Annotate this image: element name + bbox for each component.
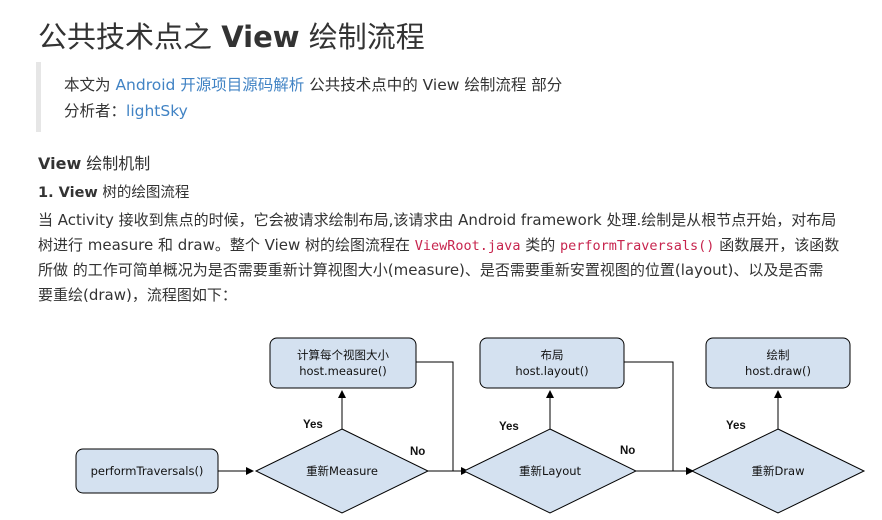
heading-bold: 1. View (38, 185, 98, 201)
measure-decision-node (254, 428, 430, 514)
paragraph-line: 所做 的工作可简单概况为是否需要重新计算视图大小(measure)、是否需要重新… (38, 261, 824, 279)
layout-box-line1: 布局 (541, 348, 564, 362)
connector-measure-box-down (416, 361, 454, 471)
paragraph-line: 要重绘(draw)，流程图如下： (38, 285, 237, 304)
body-paragraph: 当 Activity 接收到焦点的时候，它会被请求绘制布局,该请求由 Andro… (38, 208, 860, 307)
layout-box-line2: host.layout() (515, 364, 588, 378)
source-project-link[interactable]: Android 开源项目源码解析 (115, 76, 305, 94)
measure-no-label: No (410, 446, 425, 458)
connector-layout-box-down (624, 361, 674, 471)
draw-yes-label: Yes (726, 420, 746, 432)
subsection-heading: 1. View 树的绘图流程 (38, 181, 189, 202)
inline-code-performtraversals: performTraversals() (560, 237, 715, 254)
measure-box-line1: 计算每个视图大小 (297, 348, 389, 362)
layout-decision-node (462, 428, 638, 514)
measure-box (269, 337, 417, 389)
layout-no-label: No (620, 445, 635, 457)
draw-decision-node (690, 428, 866, 514)
draw-box-line1: 绘制 (767, 348, 790, 362)
layout-decision-label: 重新Layout (519, 464, 582, 478)
draw-box-line2: host.draw() (745, 364, 811, 378)
draw-box (705, 337, 851, 389)
start-node-label: performTraversals() (91, 464, 204, 478)
title-zh2: 绘制流程 (308, 20, 425, 54)
paragraph-line: 当 Activity 接收到焦点的时候，它会被请求绘制布局,该请求由 Andro… (38, 211, 837, 229)
measure-yes-label: Yes (303, 419, 323, 431)
measure-box-line2: host.measure() (299, 364, 387, 378)
paragraph-line: 树进行 measure 和 draw。整个 View 树的绘图流程在 ViewR… (38, 233, 860, 259)
text-run: 树进行 measure 和 draw。整个 View 树的绘图流程在 (38, 235, 415, 254)
layout-yes-label: Yes (499, 421, 519, 433)
intro-blockquote: 本文为 Android 开源项目源码解析 公共技术点中的 View 绘制流程 部… (36, 62, 856, 132)
title-zh: 公共技术点之 (38, 20, 213, 54)
draw-decision-label: 重新Draw (751, 464, 804, 478)
text-run: 函数展开，该函数 (714, 235, 840, 254)
quote-text: 本文为 (64, 76, 116, 94)
quote-line-1: 本文为 Android 开源项目源码解析 公共技术点中的 View 绘制流程 部… (64, 72, 856, 98)
title-en: View (221, 20, 300, 54)
measure-decision-label: 重新Measure (306, 464, 378, 478)
layout-box (479, 337, 625, 389)
inline-code-viewroot: ViewRoot.java (414, 237, 521, 254)
heading-rest: 树的绘图流程 (97, 185, 190, 201)
analyst-label: 分析者： (64, 102, 127, 120)
analyst-link[interactable]: lightSky (126, 102, 188, 120)
quote-text: 公共技术点中的 View 绘制流程 部分 (304, 76, 563, 94)
page-title: 公共技术点之 View 绘制流程 (38, 14, 425, 56)
heading-bold: View (38, 154, 82, 173)
text-run: 类的 (520, 235, 560, 254)
section-heading: View 绘制机制 (38, 150, 150, 174)
quote-line-2: 分析者：lightSky (64, 98, 856, 124)
heading-rest: 绘制机制 (81, 154, 151, 173)
